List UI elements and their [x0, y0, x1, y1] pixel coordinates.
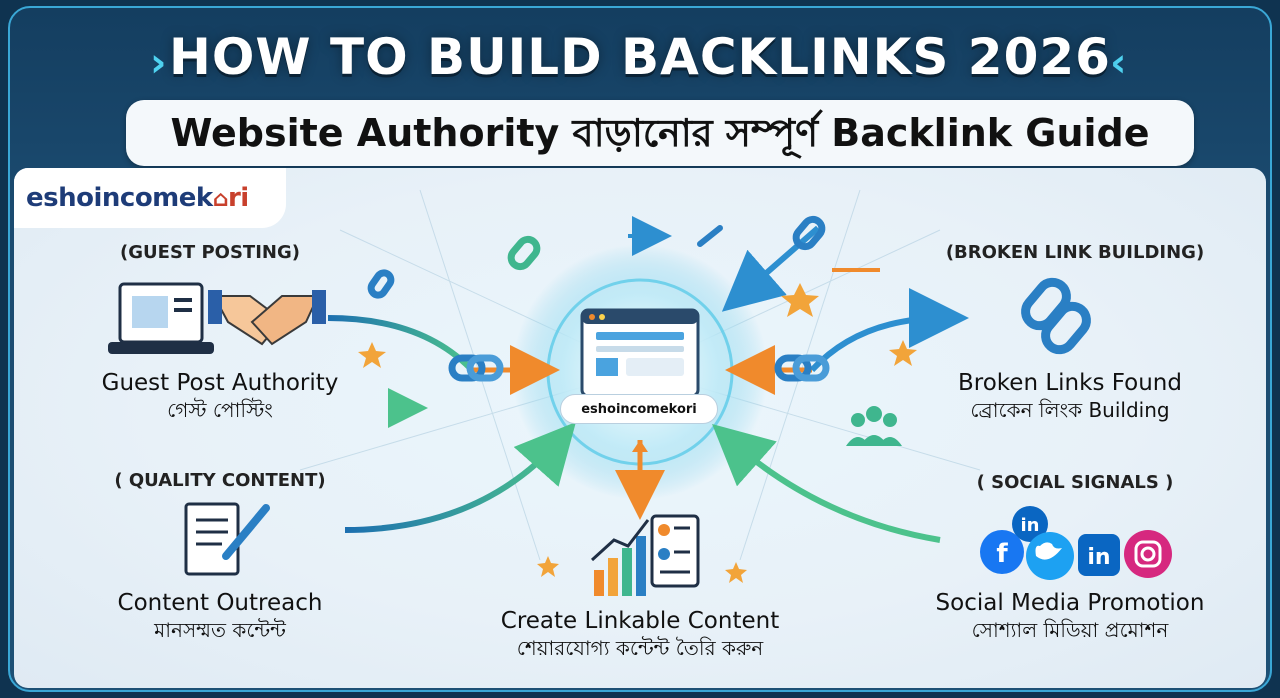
chevron-decoration-right-icon: ‹: [1110, 40, 1127, 86]
profile-card-icon: [650, 514, 700, 588]
growth-chart-icon: [590, 519, 650, 596]
twitter-icon: [1026, 532, 1074, 580]
arrow-social-signals: [712, 424, 941, 543]
section-title: Guest Post Authority: [101, 370, 339, 396]
section-bangla: সোশ্যাল মিডিয়া প্রমোশন: [971, 618, 1169, 642]
arrow-guest-posting: [327, 315, 473, 371]
section-caption: (GUEST POSTING): [120, 242, 300, 263]
broken-link-section: (BROKEN LINK BUILDING): [940, 242, 1210, 263]
laptop-icon: [108, 282, 214, 354]
social-signals-text: Social Media Promotion সোশ্যাল মিডিয়া প…: [910, 590, 1230, 649]
section-title: Create Linkable Content: [500, 608, 780, 634]
pencil-icon: [697, 225, 723, 247]
section-bangla: শেয়ারযোগ্য কন্টেন্ট তৈরি করুন: [516, 636, 764, 660]
page-subtitle: Website Authority বাড়ানোর সম্পূর্ণ Back…: [126, 100, 1194, 166]
section-bangla: ব্রোকেন লিংক Building: [970, 398, 1170, 422]
section-title: Broken Links Found: [958, 370, 1182, 396]
broken-chain-icon: [1021, 277, 1091, 355]
quality-content-section: ( QUALITY CONTENT): [90, 470, 350, 491]
arrow-broken-links: [809, 288, 969, 373]
browser-window-icon: [580, 308, 700, 398]
section-caption: ( QUALITY CONTENT): [114, 470, 326, 491]
social-signals-section: ( SOCIAL SIGNALS ): [950, 472, 1200, 493]
linkedin-icon: in: [1012, 506, 1048, 542]
chain-link-icon: [367, 215, 830, 382]
section-title: Content Outreach: [117, 590, 323, 616]
guest-posting-text: Guest Post Authority গেস্ট পোস্টিং: [60, 370, 380, 429]
star-icon: [358, 283, 917, 583]
quality-content-text: Content Outreach মানসম্মত কন্টেন্ট: [70, 590, 370, 649]
linkedin-square-icon: in: [1078, 534, 1120, 576]
center-brand-badge: eshoincomekori: [560, 394, 718, 424]
svg-text:in: in: [1087, 545, 1110, 570]
people-group-icon: [846, 406, 902, 446]
document-icon: [184, 502, 270, 576]
section-caption: ( SOCIAL SIGNALS ): [976, 472, 1174, 493]
section-caption: (BROKEN LINK BUILDING): [945, 242, 1205, 263]
broken-link-text: Broken Links Found ব্রোকেন লিংক Building: [920, 370, 1220, 429]
section-bangla: গেস্ট পোস্টিং: [167, 398, 273, 422]
brand-logo: eshoincomek⌂ri: [14, 168, 286, 228]
facebook-icon: f: [980, 530, 1024, 574]
arrow-quality-content: [344, 422, 576, 533]
svg-text:in: in: [1021, 515, 1040, 536]
instagram-icon: [1124, 530, 1172, 578]
page-title: HOW TO BUILD BACKLINKS 2026: [169, 28, 1111, 86]
chevron-decoration-left-icon: ›: [150, 40, 167, 86]
svg-text:f: f: [996, 539, 1008, 569]
house-icon: ⌂: [212, 187, 229, 212]
handshake-icon: [208, 290, 326, 346]
guest-posting-section: (GUEST POSTING): [80, 242, 340, 263]
linkable-content-text: Create Linkable Content শেয়ারযোগ্য কন্ট…: [480, 608, 800, 667]
section-title: Social Media Promotion: [935, 590, 1205, 616]
section-bangla: মানসম্মত কন্টেন্ট: [154, 618, 286, 642]
